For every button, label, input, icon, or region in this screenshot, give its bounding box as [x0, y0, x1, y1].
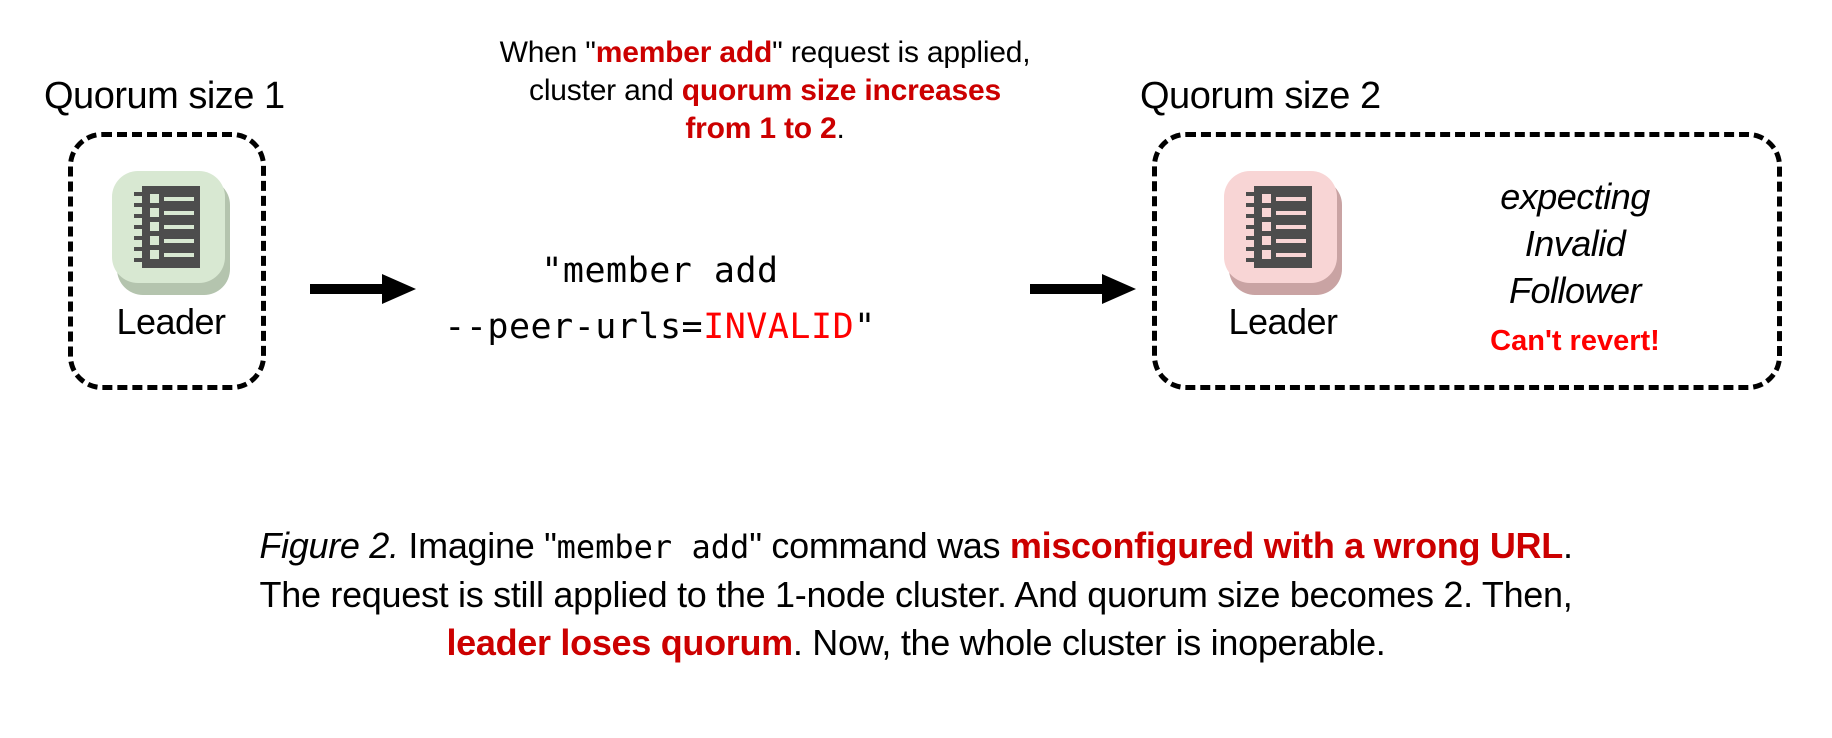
command-text: "member add --peer-urls=INVALID": [420, 243, 900, 355]
node-icon-face: [112, 171, 225, 283]
top-annotation: When "member add" request is applied, cl…: [395, 34, 1135, 148]
left-leader-node: Leader: [95, 165, 247, 343]
top-annotation-line-3: from 1 to 2.: [395, 110, 1135, 148]
caption-emphasis-misconfigured: misconfigured with a wrong URL: [1009, 525, 1563, 566]
command-invalid-value: INVALID: [703, 307, 855, 347]
annotation-emphasis-member-add: member add: [595, 36, 773, 69]
server-rack-icon: [112, 165, 230, 295]
figure-number-label: Figure 2.: [259, 525, 399, 566]
cant-revert-warning: Can't revert!: [1490, 325, 1660, 357]
caption-mono-command: member add: [556, 528, 750, 566]
caption-text: . Now, the whole cluster is inoperable.: [792, 622, 1386, 663]
status-line-3: Follower: [1508, 270, 1642, 311]
right-arrow-icon: [1030, 272, 1138, 311]
command-line-2: --peer-urls=INVALID": [420, 299, 900, 355]
annotation-text: When ": [499, 36, 596, 69]
server-rack-icon: [1224, 165, 1342, 295]
left-cluster-title: Quorum size 1: [44, 75, 285, 117]
caption-emphasis-leader-loses-quorum: leader loses quorum: [446, 622, 793, 663]
command-line-1: "member add: [541, 251, 779, 291]
annotation-emphasis-quorum-increase: quorum size increases: [681, 74, 1001, 107]
caption-line-1: Figure 2. Imagine "member add" command w…: [40, 522, 1792, 571]
caption-text: " command was: [749, 525, 1010, 566]
command-closing-quote: ": [854, 307, 876, 347]
annotation-text: cluster and: [529, 74, 682, 107]
caption-text: Imagine ": [398, 525, 557, 566]
status-line-1: expecting: [1500, 176, 1650, 217]
right-leader-label: Leader: [1228, 301, 1338, 342]
caption-line-3: leader loses quorum. Now, the whole clus…: [40, 619, 1792, 667]
caption-text: .: [1562, 525, 1573, 566]
annotation-text: .: [836, 112, 845, 145]
annotation-text: " request is applied,: [772, 36, 1031, 69]
status-line-2: Invalid: [1524, 223, 1626, 264]
right-leader-node: Leader: [1207, 165, 1359, 343]
figure-caption: Figure 2. Imagine "member add" command w…: [40, 522, 1792, 667]
top-annotation-line-2: cluster and quorum size increases: [395, 72, 1135, 110]
right-arrow-icon: [310, 272, 418, 311]
left-leader-label: Leader: [116, 301, 226, 342]
node-icon-face: [1224, 171, 1337, 283]
command-flag: --peer-urls=: [444, 307, 704, 347]
expecting-status-text: expecting Invalid Follower: [1375, 173, 1775, 314]
caption-line-2: The request is still applied to the 1-no…: [259, 574, 1573, 615]
right-cluster-box: Leader expecting Invalid Follower Can't …: [1152, 132, 1782, 390]
left-cluster-box: Leader: [68, 132, 266, 390]
top-annotation-line-1: When "member add" request is applied,: [395, 34, 1135, 72]
right-cluster-title: Quorum size 2: [1140, 75, 1381, 117]
annotation-emphasis-from-1-to-2: from 1 to 2: [685, 112, 837, 145]
